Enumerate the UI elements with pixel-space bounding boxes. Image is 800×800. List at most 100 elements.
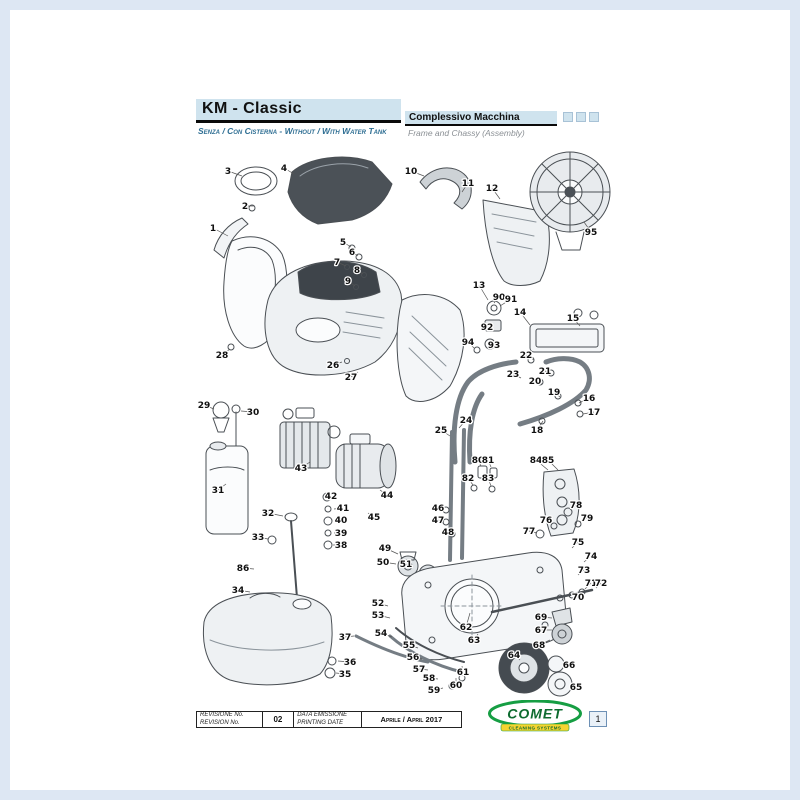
- part-callout-91: 91: [499, 294, 519, 307]
- part-callout-9: 9: [344, 276, 356, 288]
- part-callout-35: 35: [335, 669, 353, 681]
- date-label: DATA EMISSIONE PRINTING DATE: [294, 712, 362, 727]
- logo-ribbon-icon: [500, 723, 570, 732]
- part-callout-92: 92: [479, 322, 494, 335]
- svg-text:74: 74: [585, 552, 598, 562]
- part-callout-26: 26: [325, 360, 343, 372]
- svg-text:46: 46: [432, 504, 445, 514]
- svg-text:55: 55: [403, 641, 416, 651]
- part-callout-85: 85: [540, 455, 559, 471]
- part-callout-16: 16: [578, 393, 597, 405]
- viewer-frame-left: [0, 0, 10, 800]
- svg-text:54: 54: [375, 629, 388, 639]
- svg-text:43: 43: [295, 464, 308, 474]
- svg-text:36: 36: [344, 658, 357, 668]
- part-callout-76: 76: [538, 515, 553, 528]
- top-hood-part: [287, 156, 393, 225]
- svg-text:28: 28: [216, 351, 229, 361]
- part-callout-4: 4: [280, 163, 295, 175]
- svg-text:78: 78: [570, 501, 583, 511]
- part-callout-32: 32: [260, 508, 284, 520]
- part-callout-51: 51: [398, 559, 413, 572]
- svg-text:70: 70: [572, 593, 585, 603]
- svg-text:53: 53: [372, 611, 385, 621]
- svg-text:56: 56: [407, 653, 420, 663]
- pump-part: [279, 407, 341, 469]
- part-callout-65: 65: [568, 682, 583, 695]
- part-callout-77: 77: [521, 526, 538, 538]
- svg-text:12: 12: [486, 184, 499, 194]
- gasket-ring-part: [234, 166, 278, 212]
- svg-text:27: 27: [345, 373, 358, 383]
- dipstick-part: [267, 512, 298, 599]
- part-callout-82: 82: [460, 473, 475, 486]
- svg-text:29: 29: [198, 401, 211, 411]
- push-handle-tube-part: [451, 356, 592, 465]
- part-callout-21: 21: [537, 366, 552, 379]
- svg-text:93: 93: [488, 341, 501, 351]
- revision-value: 02: [263, 712, 295, 727]
- part-callout-34: 34: [230, 585, 251, 597]
- svg-text:64: 64: [508, 651, 521, 661]
- rear-wheel-part: [498, 642, 573, 697]
- bottom-tank-part: [202, 592, 337, 686]
- svg-text:66: 66: [563, 661, 576, 671]
- svg-text:9: 9: [345, 277, 351, 287]
- svg-text:41: 41: [337, 504, 350, 514]
- rear-caster-part: [551, 607, 573, 645]
- part-callout-11: 11: [460, 178, 476, 193]
- part-callout-13: 13: [471, 280, 489, 301]
- svg-text:59: 59: [428, 686, 441, 696]
- logo-text: COMET: [507, 706, 563, 722]
- svg-text:57: 57: [413, 665, 426, 675]
- svg-text:75: 75: [572, 538, 585, 548]
- part-callout-43: 43: [293, 461, 311, 475]
- svg-text:18: 18: [531, 426, 544, 436]
- part-callout-29: 29: [196, 400, 215, 412]
- part-callout-75: 75: [570, 537, 585, 550]
- svg-text:14: 14: [514, 308, 527, 318]
- svg-text:79: 79: [581, 514, 594, 524]
- svg-text:17: 17: [588, 408, 601, 418]
- svg-text:91: 91: [505, 295, 518, 305]
- part-callout-53: 53: [370, 610, 391, 622]
- svg-text:69: 69: [535, 613, 548, 623]
- part-callout-69: 69: [533, 612, 553, 624]
- hose-reel-part: [529, 151, 611, 251]
- svg-text:8: 8: [354, 266, 360, 276]
- comet-logo: COMET CLEANING SYSTEMS: [487, 699, 584, 733]
- page-subtitle: Senza / Con Cisterna - Without / With Wa…: [198, 126, 387, 136]
- part-callout-15: 15: [565, 313, 581, 327]
- part-callout-64: 64: [506, 650, 521, 663]
- part-callout-52: 52: [370, 598, 389, 610]
- part-callout-20: 20: [527, 376, 542, 389]
- part-callout-80: 80: [470, 455, 485, 468]
- engine-shroud-part: [264, 244, 403, 376]
- part-callout-55: 55: [401, 640, 419, 652]
- part-callout-8: 8: [353, 265, 364, 277]
- svg-text:20: 20: [529, 377, 542, 387]
- part-callout-19: 19: [546, 387, 561, 400]
- part-callout-3: 3: [224, 166, 243, 178]
- part-callout-71: 71: [583, 578, 598, 591]
- svg-text:68: 68: [533, 641, 546, 651]
- part-callout-37: 37: [337, 632, 355, 644]
- part-callout-10: 10: [403, 166, 425, 178]
- svg-text:23: 23: [507, 370, 520, 380]
- date-label-en: PRINTING DATE: [297, 719, 344, 726]
- part-callout-66: 66: [561, 660, 576, 673]
- svg-text:62: 62: [460, 623, 473, 633]
- revision-label-en: REVISION No.: [200, 719, 240, 726]
- svg-text:34: 34: [232, 586, 245, 596]
- svg-text:2: 2: [242, 202, 248, 212]
- part-callout-56: 56: [405, 652, 423, 664]
- svg-text:85: 85: [542, 456, 555, 466]
- part-callout-68: 68: [531, 639, 551, 652]
- viewer-frame-top: [0, 0, 800, 10]
- part-callout-39: 39: [333, 528, 348, 541]
- part-callout-40: 40: [333, 515, 348, 528]
- part-callout-58: 58: [421, 673, 439, 685]
- svg-text:15: 15: [567, 314, 580, 324]
- part-callout-73: 73: [576, 565, 591, 578]
